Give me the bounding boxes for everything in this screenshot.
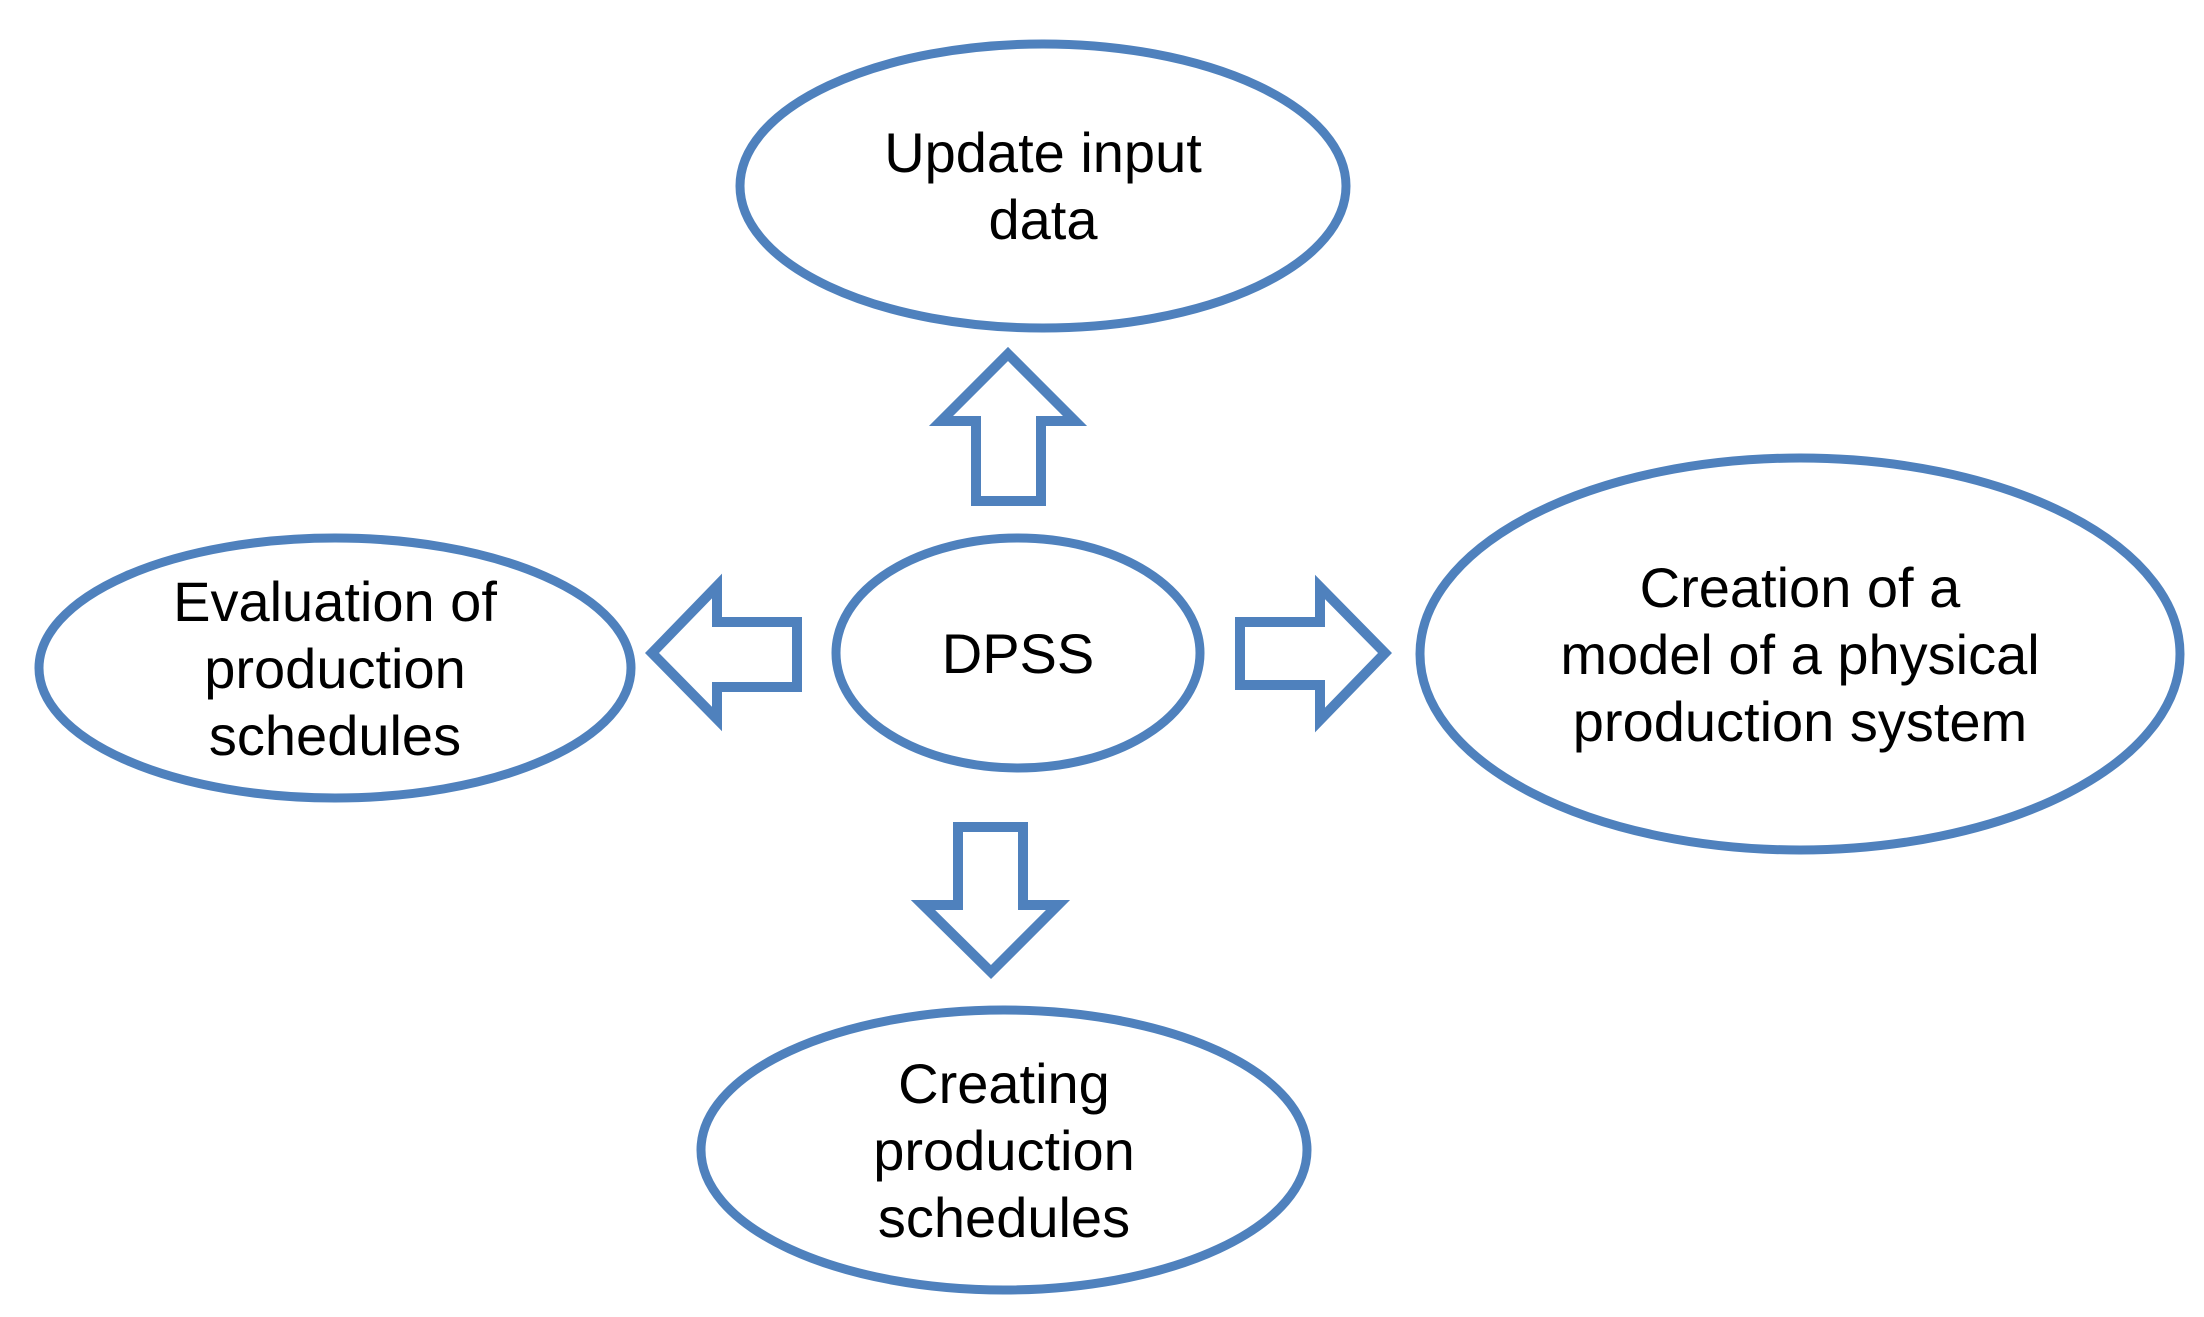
up-arrow-icon [928, 346, 1088, 506]
bottom-node-ellipse [696, 1005, 1312, 1295]
top-node-label: Update input data [884, 121, 1202, 251]
top-node-ellipse [735, 39, 1351, 333]
right-node-ellipse [1415, 453, 2185, 855]
center-node-label: DPSS [941, 621, 1095, 685]
down-arrow-icon [910, 822, 1071, 980]
center-node-ellipse [831, 533, 1205, 773]
left-node-label: Evaluation of production schedules [173, 569, 497, 767]
right-arrow-icon [1235, 574, 1392, 733]
right-node-label: Creation of a model of a physical produc… [1560, 555, 2040, 753]
left-arrow-icon [645, 573, 802, 732]
bottom-node-label: Creating production schedules [873, 1051, 1135, 1249]
left-node-ellipse [34, 533, 636, 803]
